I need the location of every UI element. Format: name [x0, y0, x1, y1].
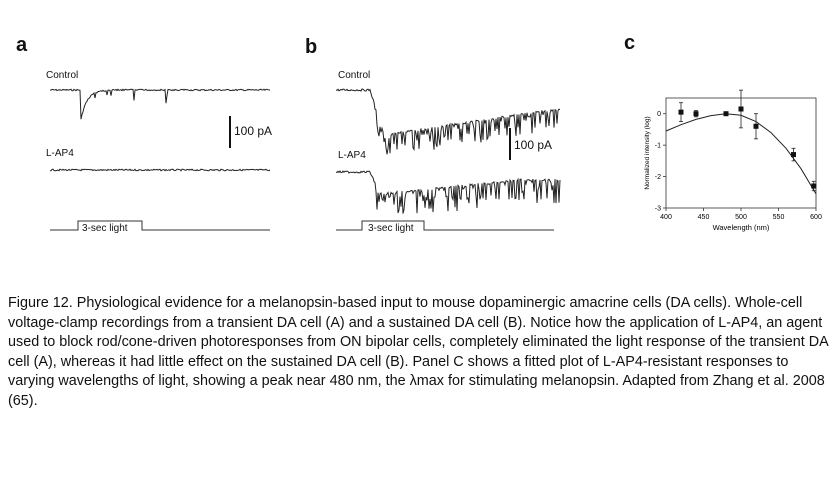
y-tick-label: -3	[655, 206, 661, 213]
panel-a-letter: a	[16, 34, 28, 56]
data-point	[738, 106, 744, 112]
figure-panels: a Control 100 pA L-AP4 3-sec light b Con…	[16, 32, 822, 234]
data-point	[678, 109, 684, 115]
panel-b-stimulus-label: 3-sec light	[368, 223, 414, 234]
panel-b-lap4-trace	[335, 170, 561, 214]
x-tick-label: 550	[773, 214, 785, 221]
panel-b-stimulus-line	[336, 220, 554, 231]
data-point	[753, 123, 759, 129]
y-axis-label: Normalized intensity (log)	[644, 116, 651, 189]
x-tick-label: 400	[660, 214, 672, 221]
data-point	[791, 152, 796, 158]
x-tick-label: 450	[698, 214, 710, 221]
y-tick-label: -1	[655, 143, 661, 150]
panel-a-control-label: Control	[46, 70, 79, 81]
panel-a-control-trace	[49, 88, 271, 120]
data-point	[693, 111, 699, 117]
panel-b-lap4-label: L-AP4	[338, 150, 366, 161]
panel-b-control-label: Control	[338, 70, 371, 81]
panel-a-lap4-label: L-AP4	[46, 148, 74, 159]
x-axis-label: Wavelength (nm)	[713, 223, 770, 232]
x-tick-label: 500	[735, 214, 747, 221]
panel-a-scale-bar	[229, 116, 231, 148]
y-tick-label: 0	[657, 111, 661, 118]
figure-caption: Figure 12. Physiological evidence for a …	[8, 295, 828, 409]
panel-c-letter: c	[624, 32, 636, 54]
panel-b-scale-label: 100 pA	[514, 138, 553, 152]
panel-b-letter: b	[305, 36, 318, 58]
panel-a-lap4-trace	[49, 168, 271, 172]
panel-a-stimulus-line	[50, 220, 270, 231]
panel-a-scale-label: 100 pA	[234, 124, 273, 138]
panel-b-scale-bar	[509, 128, 511, 160]
panel-b-control-trace	[335, 88, 561, 155]
panel-a-stimulus-label: 3-sec light	[82, 223, 128, 234]
x-tick-label: 600	[810, 214, 822, 221]
data-point	[723, 111, 729, 117]
data-point	[811, 183, 817, 189]
y-tick-label: -2	[655, 174, 661, 181]
